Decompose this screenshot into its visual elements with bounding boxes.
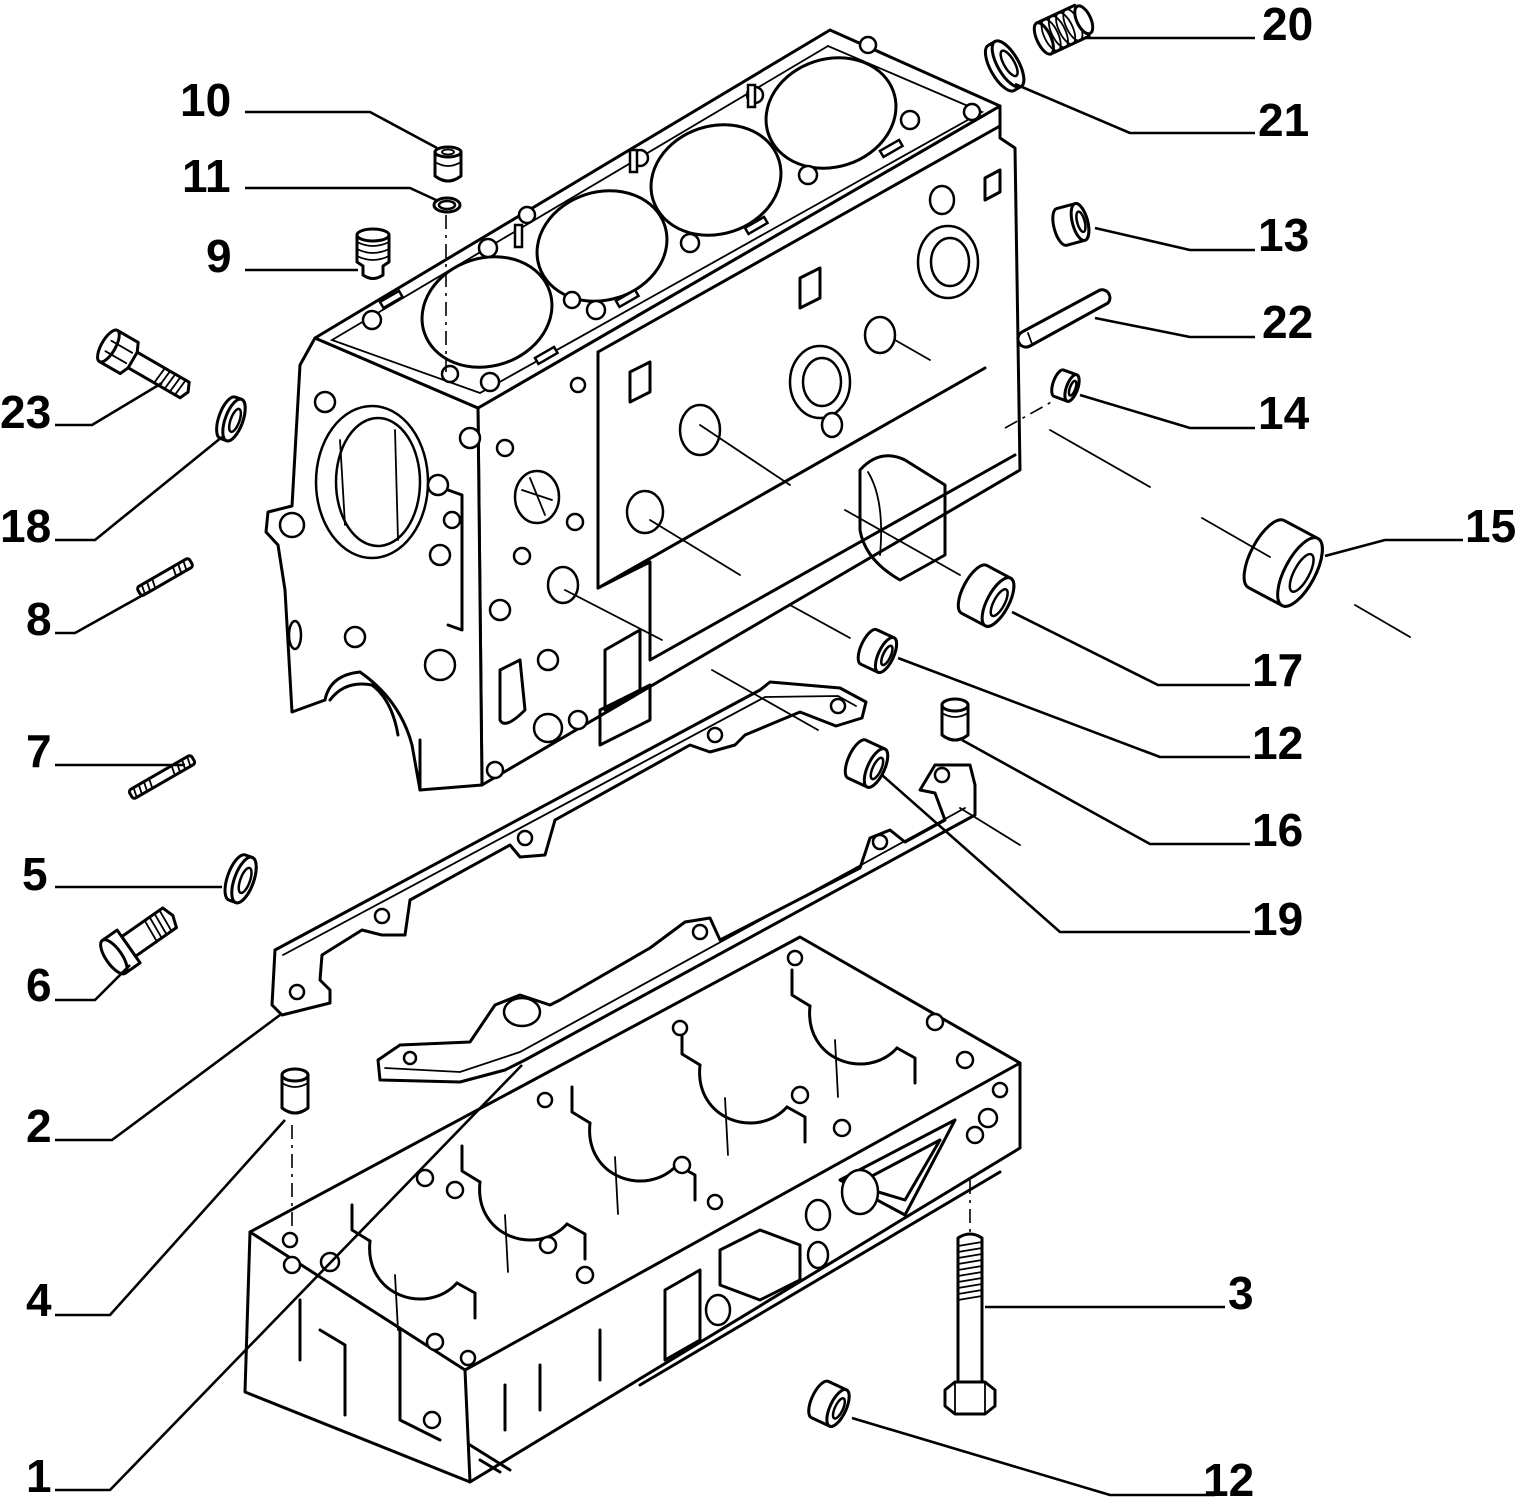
leader-lines [55, 36, 1463, 1497]
dowel-4 [280, 1067, 310, 1115]
leader-line-18 [55, 435, 223, 542]
callout-12-lower: 12 [1203, 1454, 1254, 1506]
stud-8 [136, 557, 194, 597]
leader-line-12-upper [897, 656, 1250, 759]
washer-5 [218, 849, 264, 908]
callout-18: 18 [0, 500, 51, 552]
gasket-2 [270, 680, 868, 1017]
threaded-plug [1032, 3, 1095, 56]
callout-10: 10 [180, 74, 231, 126]
crankcase-side-details [298, 1118, 1002, 1474]
callout-23: 23 [0, 386, 51, 438]
bushing-13 [1047, 200, 1094, 249]
callout-1: 1 [26, 1450, 52, 1502]
leader-line-11 [245, 186, 437, 202]
leader-line-13 [1094, 226, 1255, 252]
plug-cap [433, 145, 463, 183]
gasket-1 [376, 763, 977, 1084]
callout-11: 11 [182, 150, 231, 202]
callout-21: 21 [1258, 94, 1309, 146]
long-bolt [943, 1232, 997, 1416]
bushing-19 [838, 734, 895, 793]
drain-plug [99, 906, 178, 976]
threaded-plug-9 [355, 227, 391, 280]
leader-line-10 [245, 110, 438, 150]
o-ring [432, 196, 462, 214]
callout-5: 5 [22, 848, 48, 900]
callout-20: 20 [1262, 0, 1313, 50]
leader-line-23 [55, 381, 163, 427]
leader-line-15 [1324, 538, 1463, 558]
block-side-details [485, 124, 1017, 780]
callout-13: 13 [1258, 209, 1309, 261]
deck-gasket-edge [329, 44, 985, 394]
bolt-23 [96, 328, 191, 400]
callout-14: 14 [1258, 387, 1310, 439]
leader-line-6 [55, 964, 131, 1002]
callout-6: 6 [26, 959, 52, 1011]
callout-2: 2 [26, 1100, 52, 1152]
leader-line-1 [55, 1064, 523, 1492]
leader-line-14 [1079, 393, 1255, 430]
bushing-17 [952, 560, 1020, 630]
cylinder-bore-3 [649, 123, 783, 237]
callout-22: 22 [1262, 296, 1313, 348]
bushing-12-upper [852, 625, 903, 677]
leader-line-17 [1011, 610, 1250, 687]
stud-7 [127, 754, 197, 800]
leader-line-8 [55, 588, 153, 635]
cylinder-block [264, 28, 1022, 792]
cylinder-bore-1 [420, 255, 554, 369]
leader-line-12-lower [851, 1416, 1215, 1497]
callout-15: 15 [1465, 500, 1516, 552]
cylinder-bore-2 [535, 189, 669, 303]
leader-line-4 [55, 1119, 286, 1317]
callout-12-upper: 12 [1252, 717, 1303, 769]
leader-line-2 [55, 1013, 281, 1142]
deck-holes [361, 35, 982, 393]
leader-line-22 [1094, 316, 1255, 339]
dowel-16 [940, 697, 970, 742]
bushing-14 [1047, 367, 1084, 405]
callout-17: 17 [1252, 644, 1303, 696]
callout-7: 7 [26, 725, 52, 777]
pin [1016, 288, 1112, 349]
callout-19: 19 [1252, 893, 1303, 945]
washer-18 [210, 392, 252, 446]
crankcase-holes [281, 949, 1009, 1430]
leader-line-21 [1014, 82, 1255, 135]
callout-4: 4 [26, 1274, 52, 1326]
callout-9: 9 [206, 230, 232, 282]
bushing-15 [1235, 513, 1331, 612]
callout-16: 16 [1252, 804, 1303, 856]
cylinder-bore-4 [764, 56, 898, 170]
lower-crankcase [243, 935, 1022, 1484]
bearing-saddles [350, 968, 917, 1331]
leader-line-16 [961, 738, 1250, 846]
callout-8: 8 [26, 593, 52, 645]
reference-lines [291, 215, 1411, 1232]
bushing-12-lower [802, 1376, 856, 1432]
block-end-details [278, 390, 482, 792]
callout-3: 3 [1228, 1267, 1254, 1319]
leader-line-19 [881, 774, 1250, 934]
